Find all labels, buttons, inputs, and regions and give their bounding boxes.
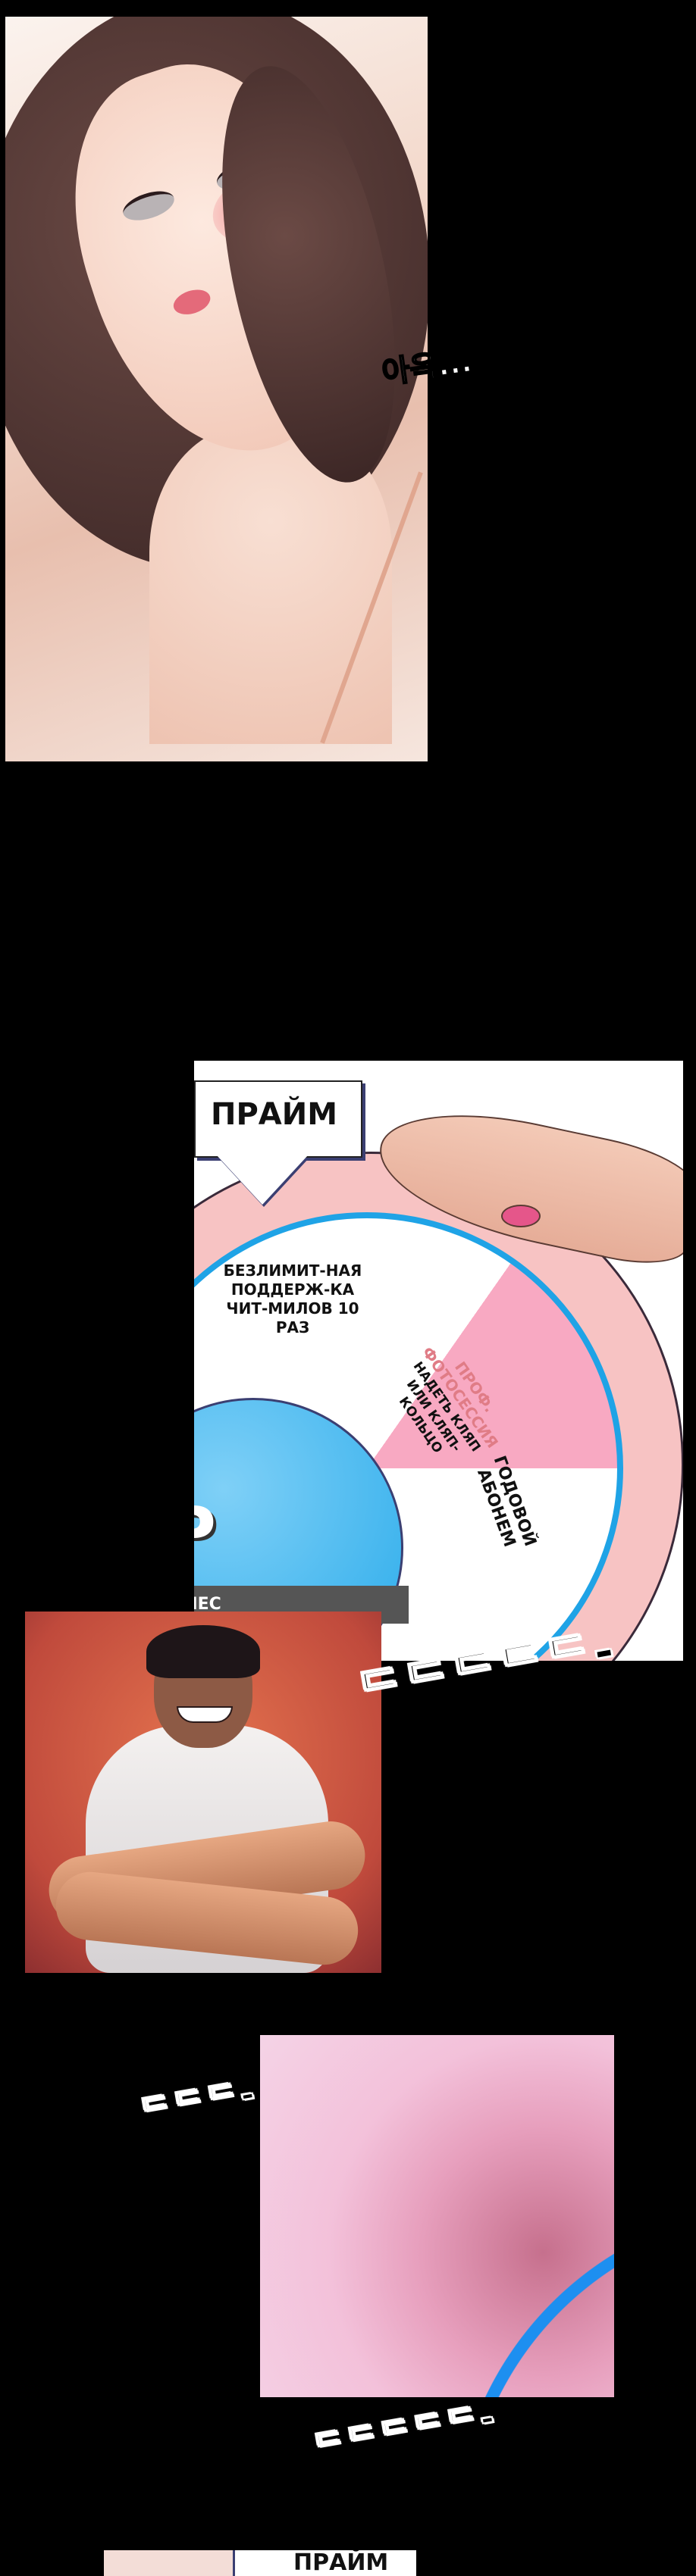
sfx-spin: ᄃᄃᄃᄃᄃ- bbox=[310, 2397, 501, 2469]
fingernail bbox=[501, 1205, 541, 1227]
wheel-segment: БЕЗЛИМИТ-НАЯ ПОДДЕРЖ-КА ЧИТ-МИЛОВ 10 РАЗ bbox=[223, 1261, 362, 1336]
panel-woman-closeup bbox=[5, 17, 428, 761]
panel-next-wheel: ПРАЙМ bbox=[104, 2550, 416, 2576]
panel-prize-wheel: БЕЗЛИМИТ-НАЯ ПОДДЕРЖ-КА ЧИТ-МИЛОВ 10 РАЗ… bbox=[194, 1061, 683, 1661]
panel-wheel-blur-closeup bbox=[260, 2035, 614, 2397]
wheel-pointer-sign bbox=[233, 2550, 416, 2576]
pointer-arrow-stem bbox=[241, 1153, 284, 1168]
sfx-spin: ᄃᄃᄃ- bbox=[137, 2074, 262, 2134]
panel-man-arms-crossed bbox=[25, 1612, 381, 1973]
pointer-label: ПРАЙМ bbox=[293, 2550, 389, 2576]
pointer-label: ПРАЙМ bbox=[211, 1097, 338, 1132]
man-hair bbox=[146, 1625, 260, 1678]
eye bbox=[119, 186, 178, 227]
lips bbox=[170, 285, 214, 319]
wheel-pointer-sign: ПРАЙМ bbox=[194, 1080, 362, 1158]
grin bbox=[177, 1706, 233, 1723]
brand-logo: P bbox=[194, 1499, 219, 1567]
